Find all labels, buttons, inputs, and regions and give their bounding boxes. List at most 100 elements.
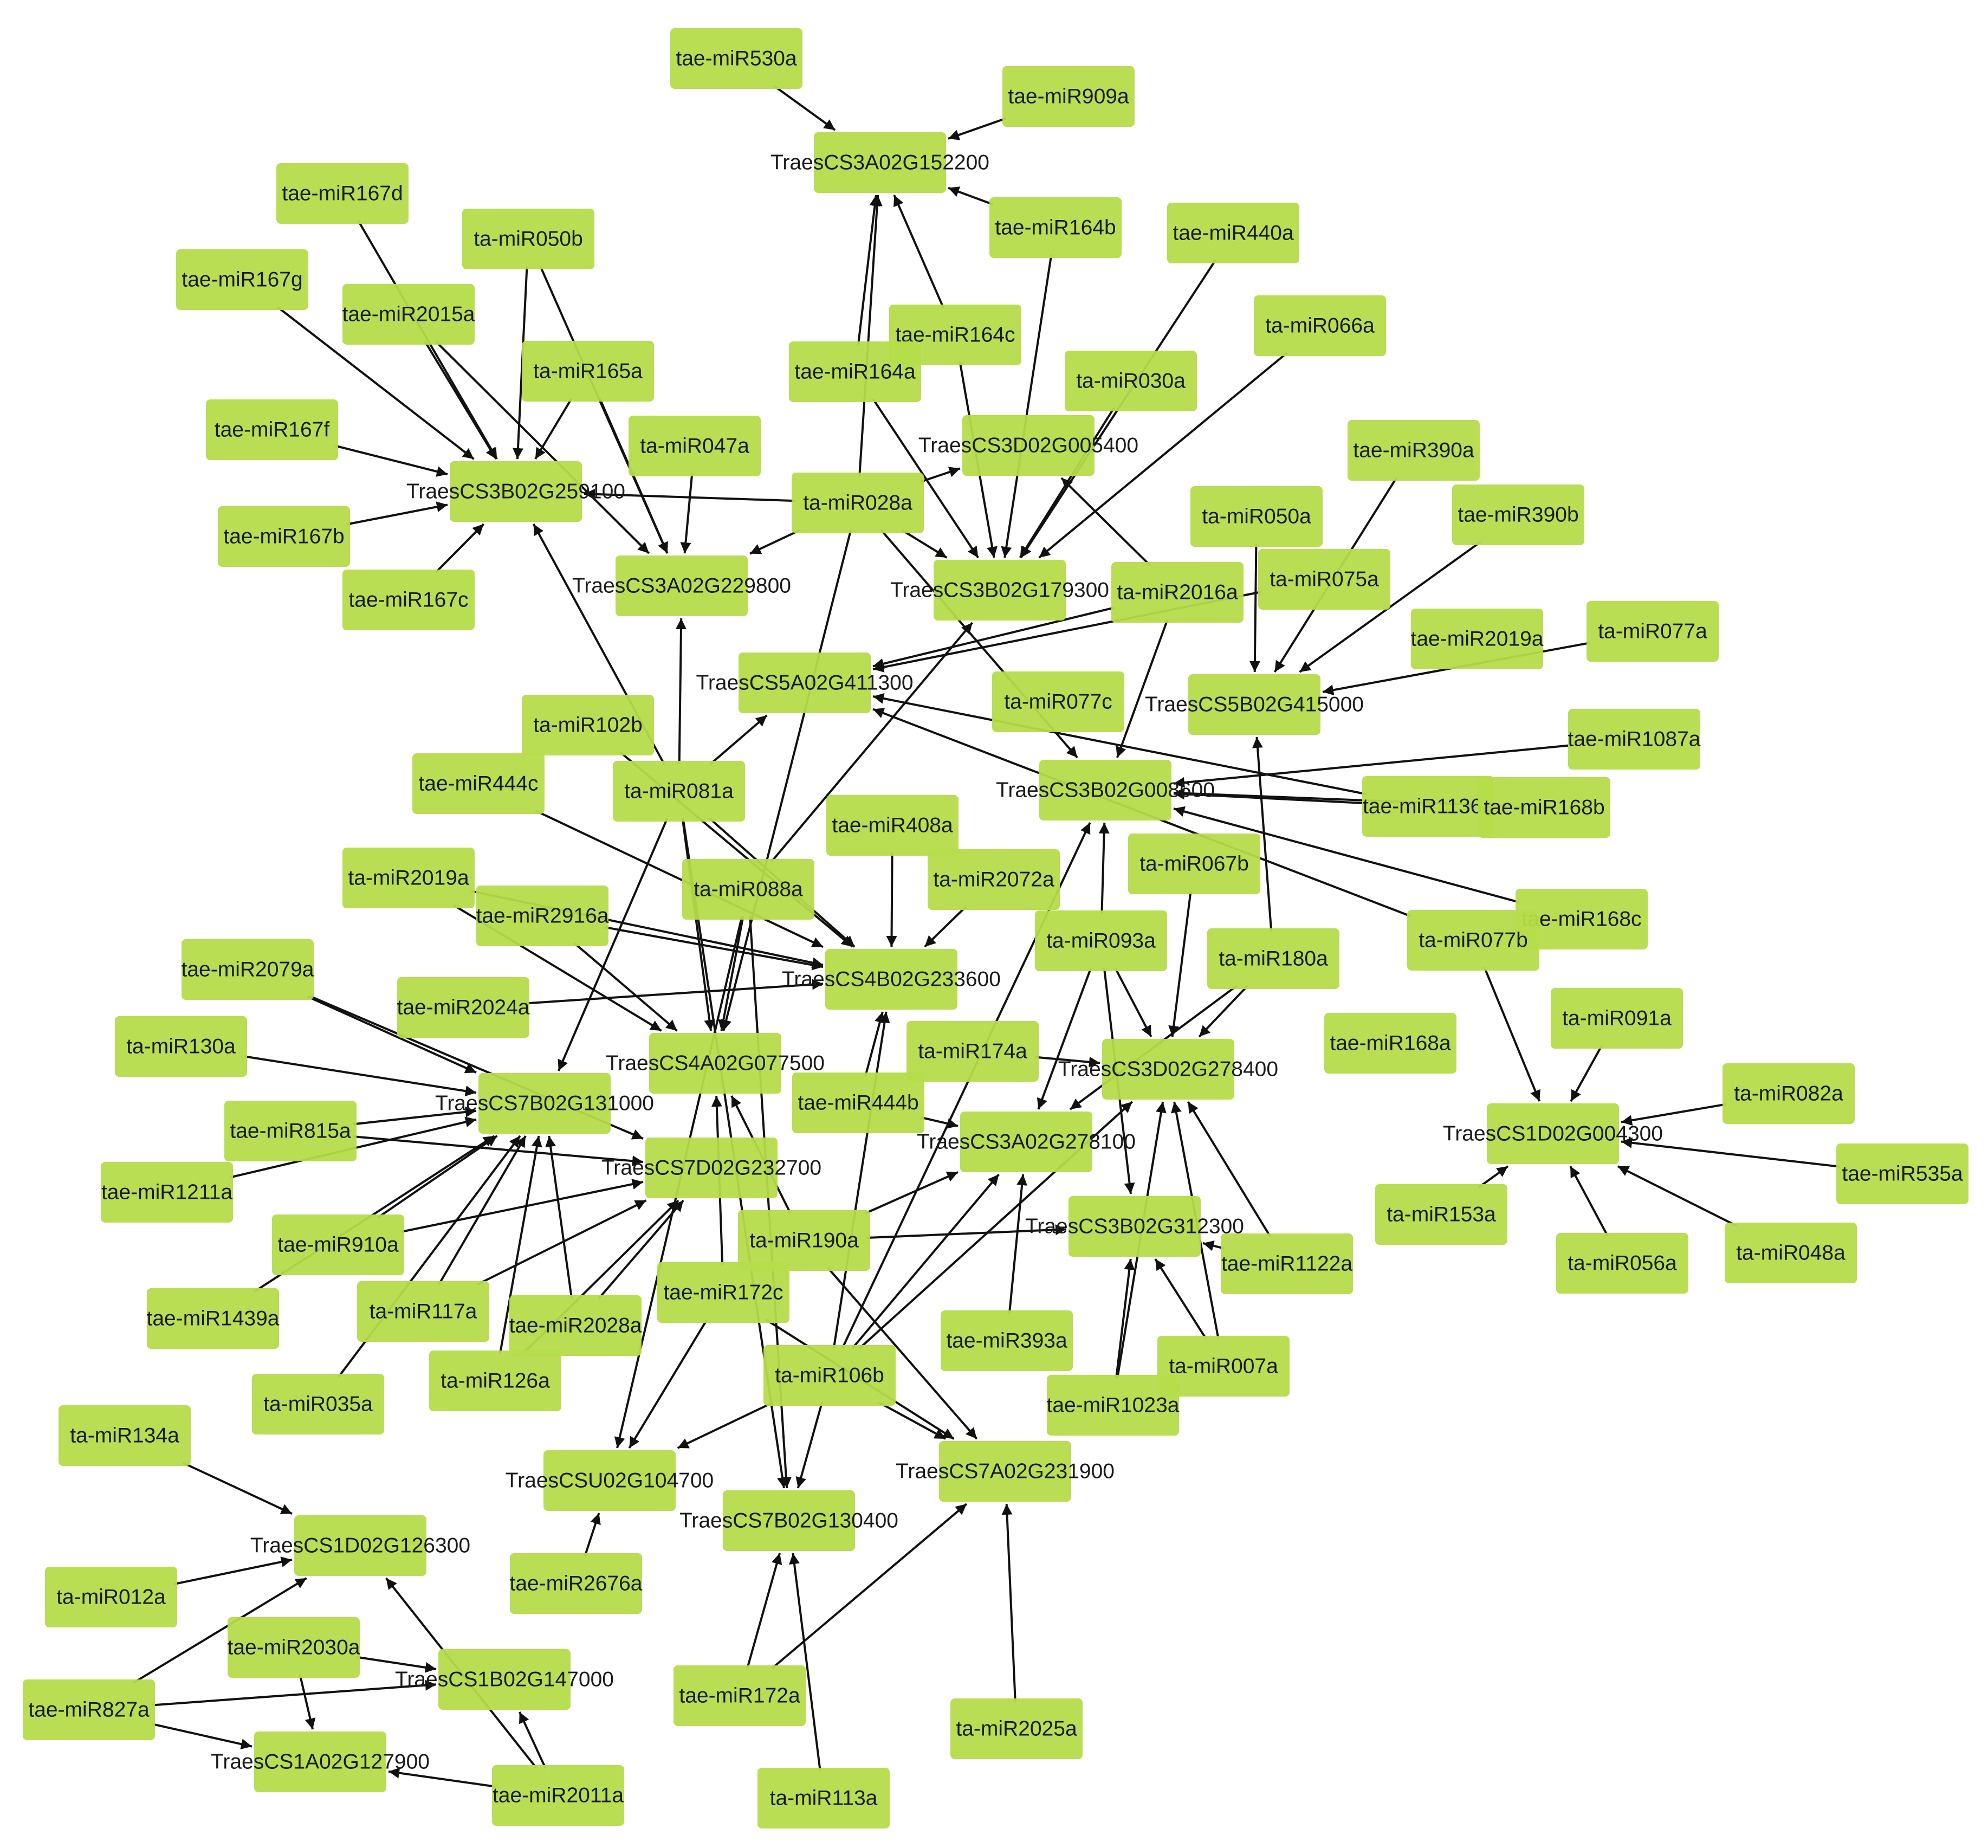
node-label: ta-miR088a (694, 878, 803, 901)
node-ta-mir117a: ta-miR117a (357, 1281, 489, 1342)
node-traescs1a02g127900: TraesCS1A02G127900 (211, 1731, 430, 1792)
edge-ta-mir174a-to-traescs3d02g278400 (1035, 1056, 1100, 1068)
node-label: ta-miR130a (126, 1035, 236, 1058)
edge-ta-mir106b-to-traescsu02g104700 (677, 1401, 774, 1449)
edge-tae-mir1136a-to-traescs3b02g008600 (1173, 789, 1366, 805)
edge-ta-mir030a-to-traescs3b02g179300 (1019, 407, 1115, 559)
node-label: ta-miR081a (624, 780, 734, 803)
node-box (1551, 988, 1683, 1049)
node-label: TraesCS7D02G232700 (601, 1156, 821, 1180)
node-label: ta-miR2025a (956, 1717, 1077, 1741)
node-label: ta-miR050b (474, 228, 583, 251)
node-box (1039, 760, 1171, 820)
node-label: ta-miR077a (1598, 620, 1707, 643)
node-tae-mir167b: tae-miR167b (218, 506, 350, 567)
edge-ta-mir106b-to-traescs7b02g130400 (795, 1402, 823, 1489)
node-tae-mir172c: tae-miR172c (657, 1262, 789, 1323)
node-label: tae-miR1122a (1221, 1252, 1352, 1276)
edge-tae-mir172c-to-traescsu02g104700 (628, 1319, 708, 1449)
node-box (1348, 420, 1480, 481)
edge-tae-mir164c-to-traescs3a02g152200 (893, 195, 944, 308)
node-label: TraesCS1A02G127900 (211, 1750, 430, 1774)
node-box (763, 1345, 896, 1406)
node-label: tae-miR2019a (1411, 628, 1544, 651)
node-box (510, 1553, 642, 1614)
node-box (960, 1112, 1092, 1172)
node-box (450, 461, 582, 522)
node-box (657, 1262, 789, 1323)
node-box (906, 1021, 1039, 1082)
node-ta-mir2025a: ta-miR2025a (950, 1698, 1083, 1759)
node-box (1568, 709, 1700, 770)
node-traescs5a02g411300: TraesCS5A02G411300 (696, 652, 914, 713)
node-traescs1d02g126300: TraesCS1D02G126300 (250, 1515, 470, 1576)
node-ta-mir134a: ta-miR134a (59, 1405, 191, 1466)
edge-tae-mir167g-to-traescs3b02g259100 (276, 306, 475, 460)
node-ta-mir126a: ta-miR126a (429, 1351, 561, 1411)
node-label: TraesCS3A02G229800 (572, 574, 791, 598)
node-tae-mir910a: tae-miR910a (272, 1214, 404, 1275)
edge-ta-mir2072a-to-traescs4b02g233600 (924, 906, 967, 948)
node-tae-mir2079a: tae-miR2079a (182, 939, 314, 1000)
node-box (1516, 889, 1648, 949)
node-box (182, 939, 314, 1000)
edge-tae-mir815a-to-traescs7d02g232700 (353, 1135, 644, 1167)
edge-tae-mir2030a-to-traescs1a02g127900 (299, 1674, 316, 1730)
node-label: TraesCS3B02G312300 (1025, 1215, 1244, 1238)
node-label: ta-miR082a (1734, 1082, 1843, 1106)
node-label: tae-miR2011a (493, 1784, 624, 1807)
node-box (670, 28, 802, 89)
edge-ta-mir056a-to-traescs1d02g004300 (1569, 1166, 1609, 1237)
edge-ta-mir2016a-to-traescs3b02g008600 (1116, 619, 1169, 758)
node-box (1047, 1375, 1179, 1436)
node-box (101, 1162, 233, 1223)
node-tae-mir164a: tae-miR164a (789, 341, 921, 402)
edge-ta-mir067b-to-traescs3d02g278400 (1168, 890, 1192, 1037)
edge-tae-mir815a-to-traescs7b02g131000 (353, 1106, 477, 1126)
node-label: ta-miR093a (1046, 929, 1156, 953)
node-label: ta-miR066a (1265, 314, 1375, 338)
node-label: ta-miR056a (1568, 1252, 1677, 1275)
node-tae-mir444c: tae-miR444c (412, 753, 545, 814)
node-tae-mir167c: tae-miR167c (342, 570, 475, 630)
node-ta-mir067b: ta-miR067b (1128, 833, 1260, 894)
node-box (1478, 777, 1610, 838)
edge-tae-mir2015a-to-traescs3b02g259100 (424, 340, 497, 460)
node-label: TraesCS4A02G077500 (606, 1052, 825, 1075)
node-box (1254, 295, 1386, 356)
node-box (1190, 486, 1323, 547)
node-traescs1d02g004300: TraesCS1D02G004300 (1443, 1103, 1663, 1164)
node-tae-mir1087a: tae-miR1087a (1568, 709, 1701, 770)
node-box (1128, 833, 1260, 894)
node-box (115, 1016, 247, 1077)
node-ta-mir130a: ta-miR130a (115, 1016, 247, 1077)
node-box (1065, 351, 1197, 411)
node-ta-mir077a: ta-miR077a (1586, 601, 1719, 662)
node-label: ta-miR047a (640, 435, 749, 458)
node-box (738, 1210, 870, 1271)
edge-tae-mir910a-to-traescs7b02g131000 (377, 1135, 498, 1219)
node-tae-mir168c: tae-miR168c (1516, 889, 1648, 949)
node-label: tae-miR1136a (1363, 795, 1494, 818)
node-ta-mir056a: ta-miR056a (1556, 1233, 1688, 1294)
node-tae-mir909a: tae-miR909a (1002, 66, 1135, 127)
node-traescs5b02g415000: TraesCS5B02G415000 (1145, 674, 1364, 735)
node-label: ta-miR048a (1736, 1242, 1845, 1265)
node-ta-mir048a: ta-miR048a (1725, 1223, 1857, 1283)
edge-tae-mir827a-to-traescs1a02g127900 (151, 1723, 252, 1750)
node-box (992, 671, 1124, 732)
edge-tae-mir172a-to-traescs7b02g130400 (746, 1553, 782, 1669)
node-label: TraesCS3D02G278400 (1058, 1058, 1278, 1081)
node-tae-mir167d: tae-miR167d (276, 163, 409, 224)
node-box (45, 1567, 177, 1627)
node-ta-mir082a: ta-miR082a (1722, 1063, 1855, 1124)
edge-ta-mir081a-to-traescs7b02g131000 (557, 818, 669, 1071)
edge-ta-mir134a-to-traescs1d02g126300 (182, 1462, 293, 1515)
node-label: TraesCS3A02G278100 (917, 1130, 1136, 1154)
node-box (59, 1405, 191, 1466)
node-ta-mir088a: ta-miR088a (682, 859, 814, 920)
edge-ta-mir091a-to-traescs1d02g004300 (1570, 1045, 1603, 1102)
node-ta-mir174a: ta-miR174a (906, 1021, 1039, 1082)
node-box (939, 1441, 1071, 1502)
node-tae-mir2019a: tae-miR2019a (1411, 609, 1544, 669)
